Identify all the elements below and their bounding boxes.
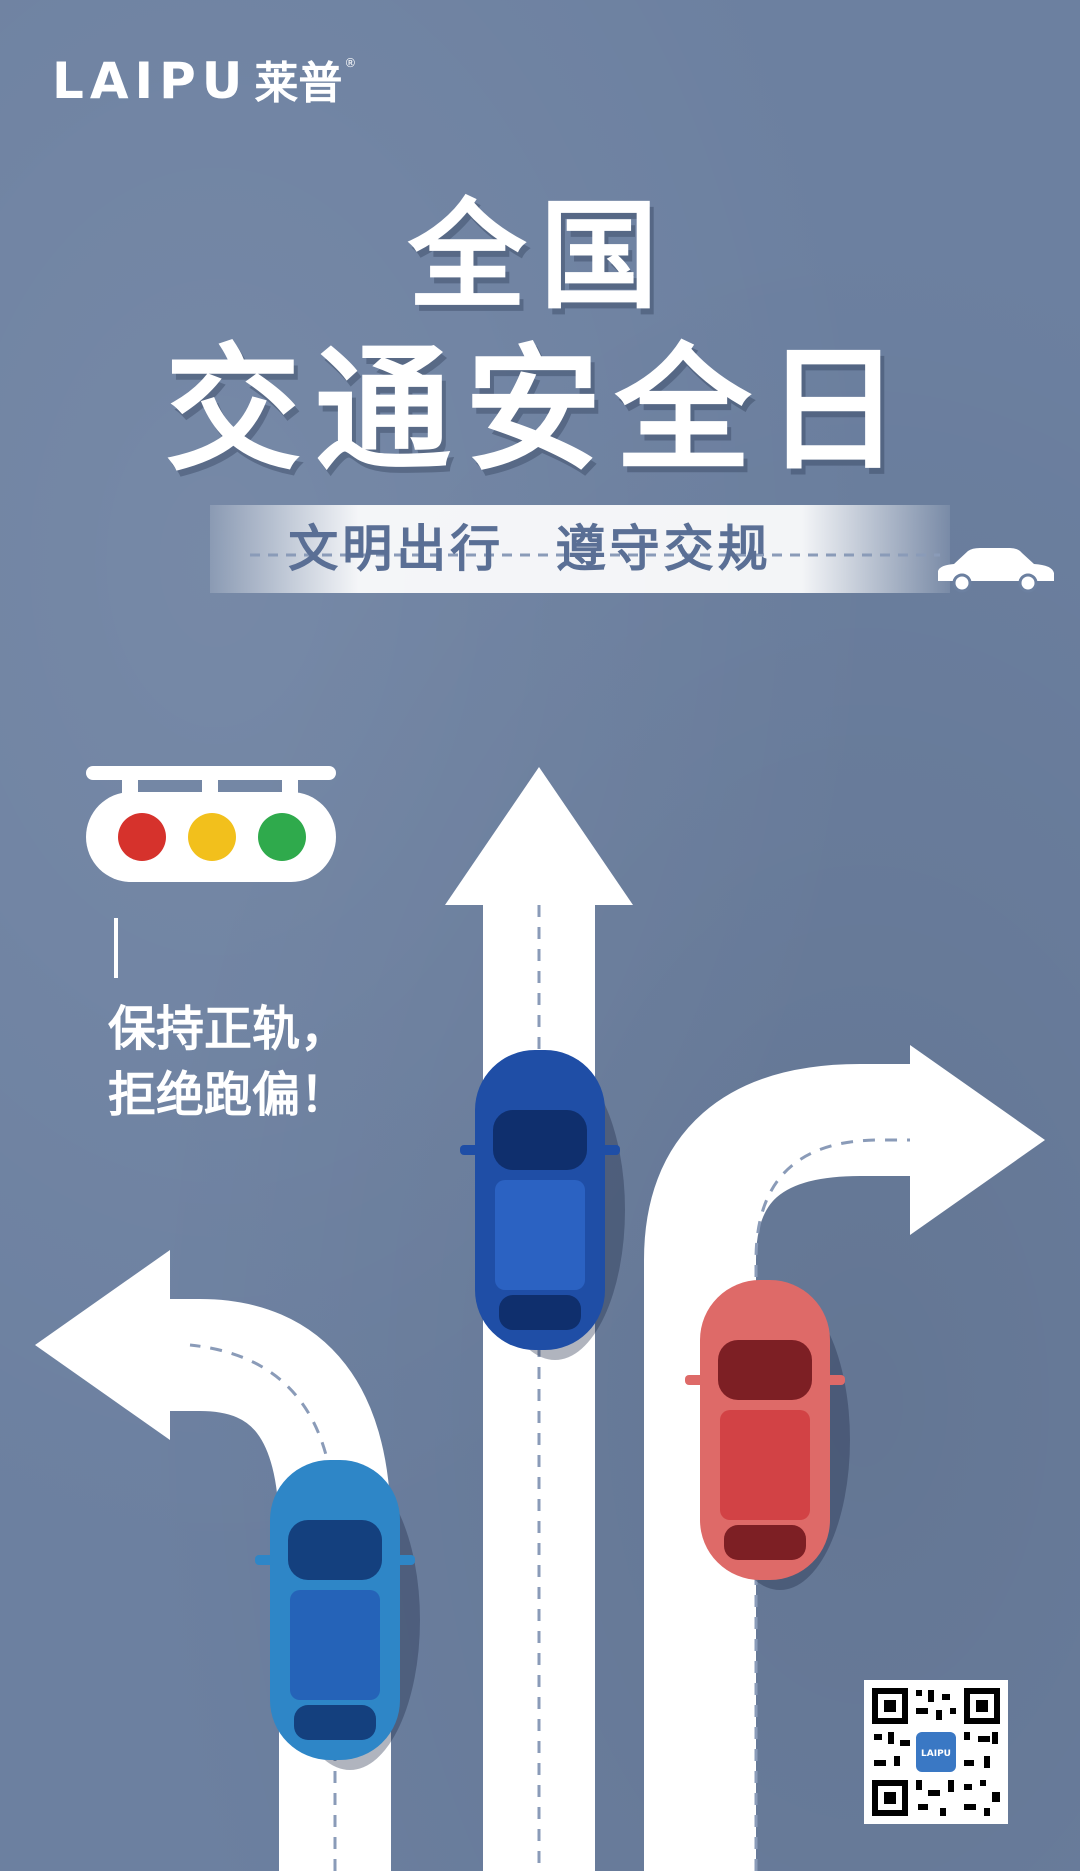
brand-logo: LAIPU 莱普 ® [52,56,356,106]
brand-reg: ® [344,56,357,70]
tagline: 保持正轨， 拒绝跑偏！ [108,996,348,1128]
right-turn-road-arrow [644,1045,1045,1871]
slogan-banner [210,505,950,593]
brand-latin: LAIPU [52,52,249,110]
traffic-light-green [258,813,306,861]
car-blue-dark [460,1050,625,1360]
tagline-line-2: 拒绝跑偏！ [108,1067,349,1123]
traffic-light-yellow [188,813,236,861]
banner-dash-line [250,553,940,557]
tagline-line-1: 保持正轨， [108,1001,349,1057]
qr-code-icon: LAIPU [864,1680,1008,1824]
car-blue-light [255,1460,420,1770]
tagline-divider [114,918,118,978]
qr-caption: LAIPU [921,1749,951,1759]
car-red [685,1280,850,1590]
title-line-1: 全国 [407,187,672,325]
slogan-text: 文明出行 遵守交规 [288,520,772,578]
traffic-light-icon [86,766,336,882]
traffic-light-red [118,813,166,861]
title-line-2: 交通安全日 [165,332,915,490]
brand-cn: 莱普 [254,58,343,109]
car-silhouette-icon [938,548,1054,593]
